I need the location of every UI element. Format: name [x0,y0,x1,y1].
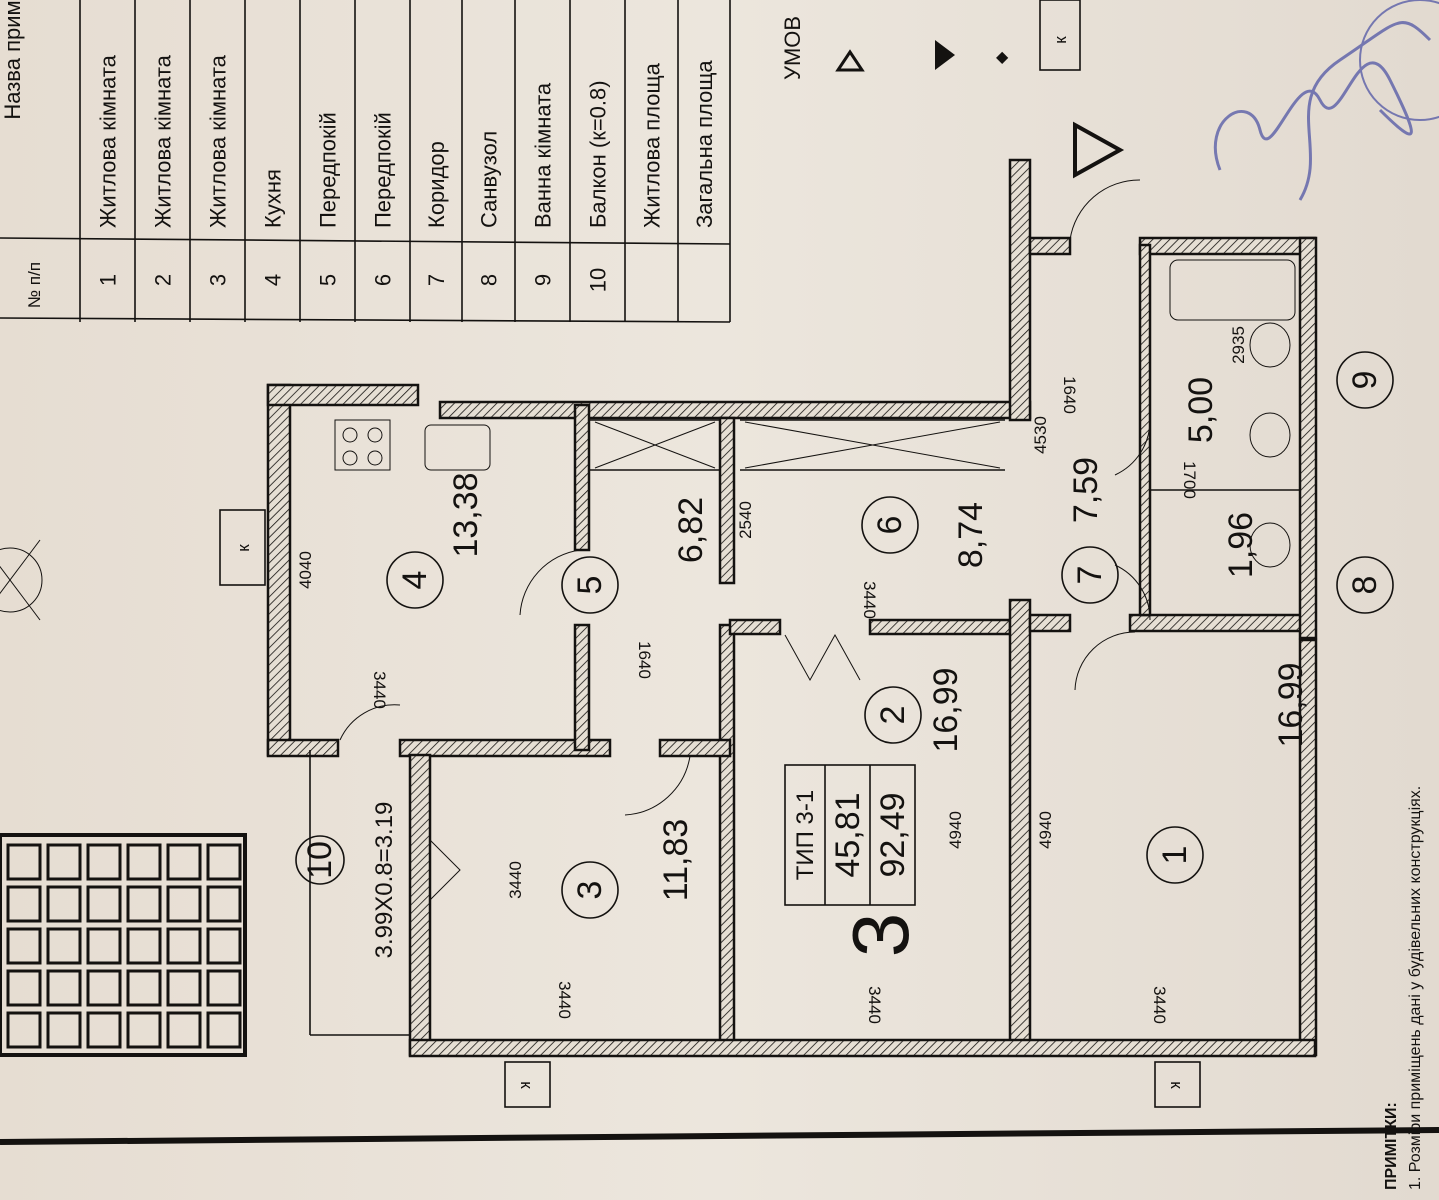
stamp-signature [1213,0,1439,201]
dimension-label: 1640 [1060,376,1079,414]
room-number: 5 [571,576,609,595]
ventilation-markers: к к к [219,509,1201,1108]
notes-line-1: 1. Розміри приміщень дані у будівельних … [1407,786,1424,1190]
room-number: 6 [871,516,909,535]
legend-k-box [1039,0,1081,71]
table-row-name: Коридор [424,141,449,228]
room-area: 1,96 [1222,512,1260,578]
legend-k-label: к [1051,36,1070,44]
room-area: 16,99 [927,667,965,752]
table-row-name: Балкон (к=0.8) [586,80,611,228]
room-number: 9 [1346,371,1384,390]
table-header-name: Назва прим [0,0,25,119]
room-area: 6,82 [672,497,710,563]
room-labels: 1 16,99 2 16,99 3 11,83 4 13,38 5 6,82 6 8,74 7 7,59 8… [295,351,1394,959]
room-number-circle [861,496,919,554]
dimension-label: 3440 [865,986,884,1024]
table-row-name: Житлова кімната [96,54,121,228]
dimension-label: 1640 [635,641,654,679]
dimension-label: 1700 [1180,461,1199,499]
walls [266,158,1318,1058]
legend-title: УМОВ [780,16,805,80]
room-number: 7 [1071,566,1109,585]
room-number: 3 [571,881,609,900]
dimension-labels: 4040 3440 2540 1640 3440 4530 1640 2935 1700 4940… [296,326,1248,1024]
room-number-circle [561,861,619,919]
dimension-label: 4940 [1036,811,1055,849]
dimension-label: 3440 [555,981,574,1019]
room-number: 10 [301,841,339,879]
dimension-label: 3440 [370,671,389,709]
room-area: 13,38 [447,472,485,557]
legend: УМОВ ◆ к [780,0,1081,80]
table-row-num: 8 [477,274,502,286]
table-row-num: 2 [151,274,176,286]
room-number-circle [561,556,619,614]
table-row-name: Санвузол [477,131,502,228]
dimension-label: 3440 [506,861,525,899]
dimension-label: 4940 [946,811,965,849]
notes-title: ПРИМІТКИ: [1383,1102,1400,1190]
room-area: 8,74 [952,502,990,568]
room-area: 16,99 [1272,662,1310,747]
room-number-circle [1336,351,1394,409]
rooms-count: 3 [836,913,925,958]
compass-icon [0,539,43,621]
apartment-type-box: ТИП 3-1 45,81 92,49 3 [784,764,925,958]
room-number-circle [1146,826,1204,884]
table-row-name: Житлова площа [640,62,665,228]
table-row-num: 6 [371,274,396,286]
room-area: 7,59 [1067,457,1105,523]
outlet-icon [935,40,955,70]
table-row-num: 7 [424,274,449,286]
total-area: 92,49 [874,792,912,877]
table-row-name: Ванна кімната [531,82,556,228]
table-row-num: 4 [261,274,286,286]
room-number: 4 [396,571,434,590]
fixtures [334,259,1296,568]
room-area: 3.99X0.8=3.19 [371,802,398,959]
room-number-circle [295,835,345,885]
table-row-name: Передпокій [316,112,341,228]
table-row-name: Загальна площа [692,60,717,228]
k-label: к [234,544,253,552]
table-row-num: 10 [586,268,611,292]
table-row-name: Передпокій [371,112,396,228]
building-key-plan [0,833,247,1057]
table-row-num: 9 [531,274,556,286]
table-row-name: Житлова кімната [151,54,176,228]
room-number: 8 [1346,576,1384,595]
room-number-circle [386,551,444,609]
entrance-marker-icon [1073,121,1125,179]
living-area: 45,81 [829,792,867,877]
dimension-label: 3440 [860,581,879,619]
type-label: ТИП 3-1 [792,790,819,881]
table-row-num: 3 [206,274,231,286]
table-row-name: Кухня [261,169,286,228]
table-row-name: Житлова кімната [206,54,231,228]
dimension-label: 2540 [736,501,755,539]
room-area: 5,00 [1182,377,1220,443]
dimension-label: 3440 [1150,986,1169,1024]
k-label: к [1167,1081,1186,1089]
k-label: к [517,1081,536,1089]
room-number-circle [1336,556,1394,614]
table-row-num: 1 [96,274,121,286]
room-table: Назва прим № п/п 1 Житлова кімната 2 Житлов… [0,0,731,323]
room-number: 1 [1156,846,1194,865]
room-number-circle [1061,546,1119,604]
room-area: 11,83 [657,819,695,902]
table-header-num: № п/п [25,262,44,308]
dimension-label: 4530 [1031,416,1050,454]
dimension-label: 2935 [1229,326,1248,364]
table-row-num: 5 [316,274,341,286]
room-number: 2 [874,706,912,725]
room-number-circle [864,686,922,744]
dimension-label: 4040 [296,551,315,589]
entrance-triangle-icon [835,49,865,72]
diamond-icon: ◆ [996,49,1009,66]
